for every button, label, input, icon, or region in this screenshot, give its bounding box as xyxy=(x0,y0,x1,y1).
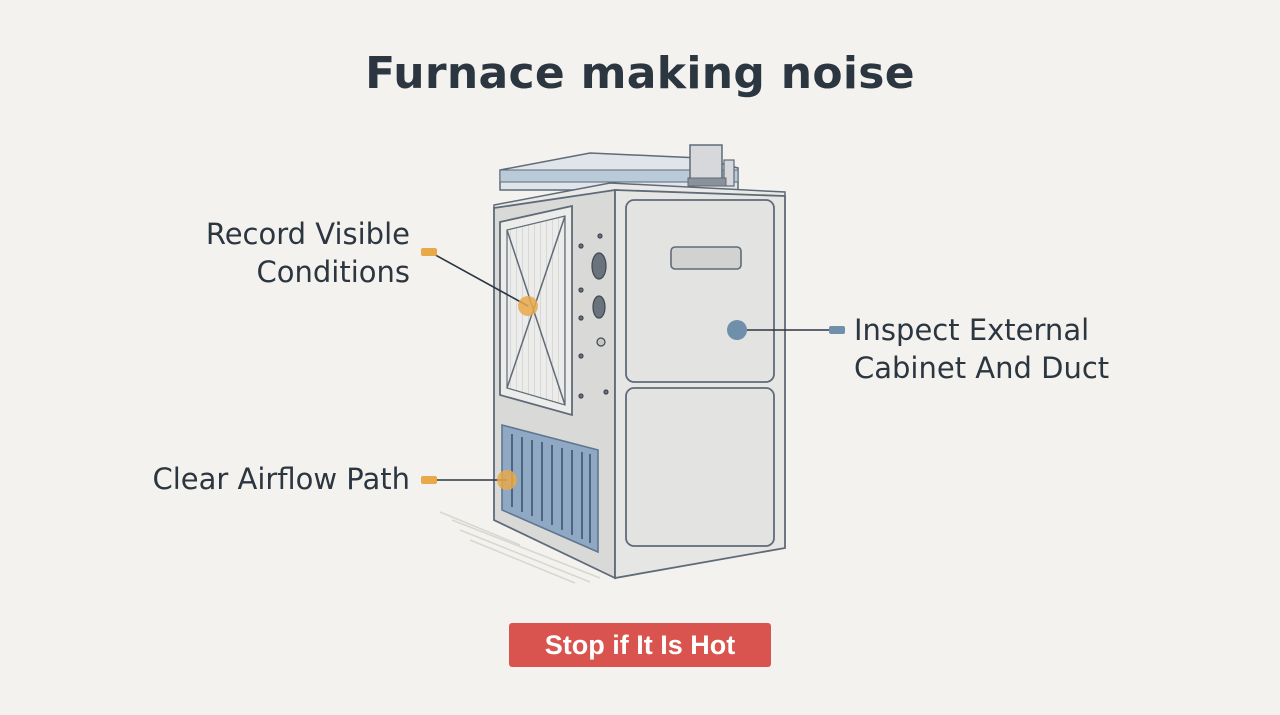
warning-badge: Stop if It Is Hot xyxy=(509,623,771,667)
callout-inspect-line1: Inspect External xyxy=(854,313,1090,347)
callout-inspect-line2: Cabinet And Duct xyxy=(854,351,1110,385)
floor-shadow xyxy=(439,511,601,584)
callout-record-line xyxy=(421,248,538,316)
callout-inspect-line xyxy=(727,320,845,340)
return-grille xyxy=(501,423,599,554)
callout-record-label: Record Visible Conditions xyxy=(150,215,410,291)
callout-inspect-label: Inspect External Cabinet And Duct xyxy=(854,311,1184,387)
lower-door xyxy=(625,387,775,547)
page-title: Furnace making noise xyxy=(365,48,915,99)
upper-door xyxy=(625,199,775,383)
callout-record-line1: Record Visible xyxy=(205,217,410,251)
side-knockouts xyxy=(578,233,609,399)
top-plenum xyxy=(499,152,739,191)
callout-airflow-label: Clear Airflow Path xyxy=(100,460,410,498)
callout-airflow-text: Clear Airflow Path xyxy=(152,462,410,496)
callout-airflow-line xyxy=(421,470,517,490)
callout-record-line2: Conditions xyxy=(256,255,411,289)
vent-pipe xyxy=(687,144,735,187)
